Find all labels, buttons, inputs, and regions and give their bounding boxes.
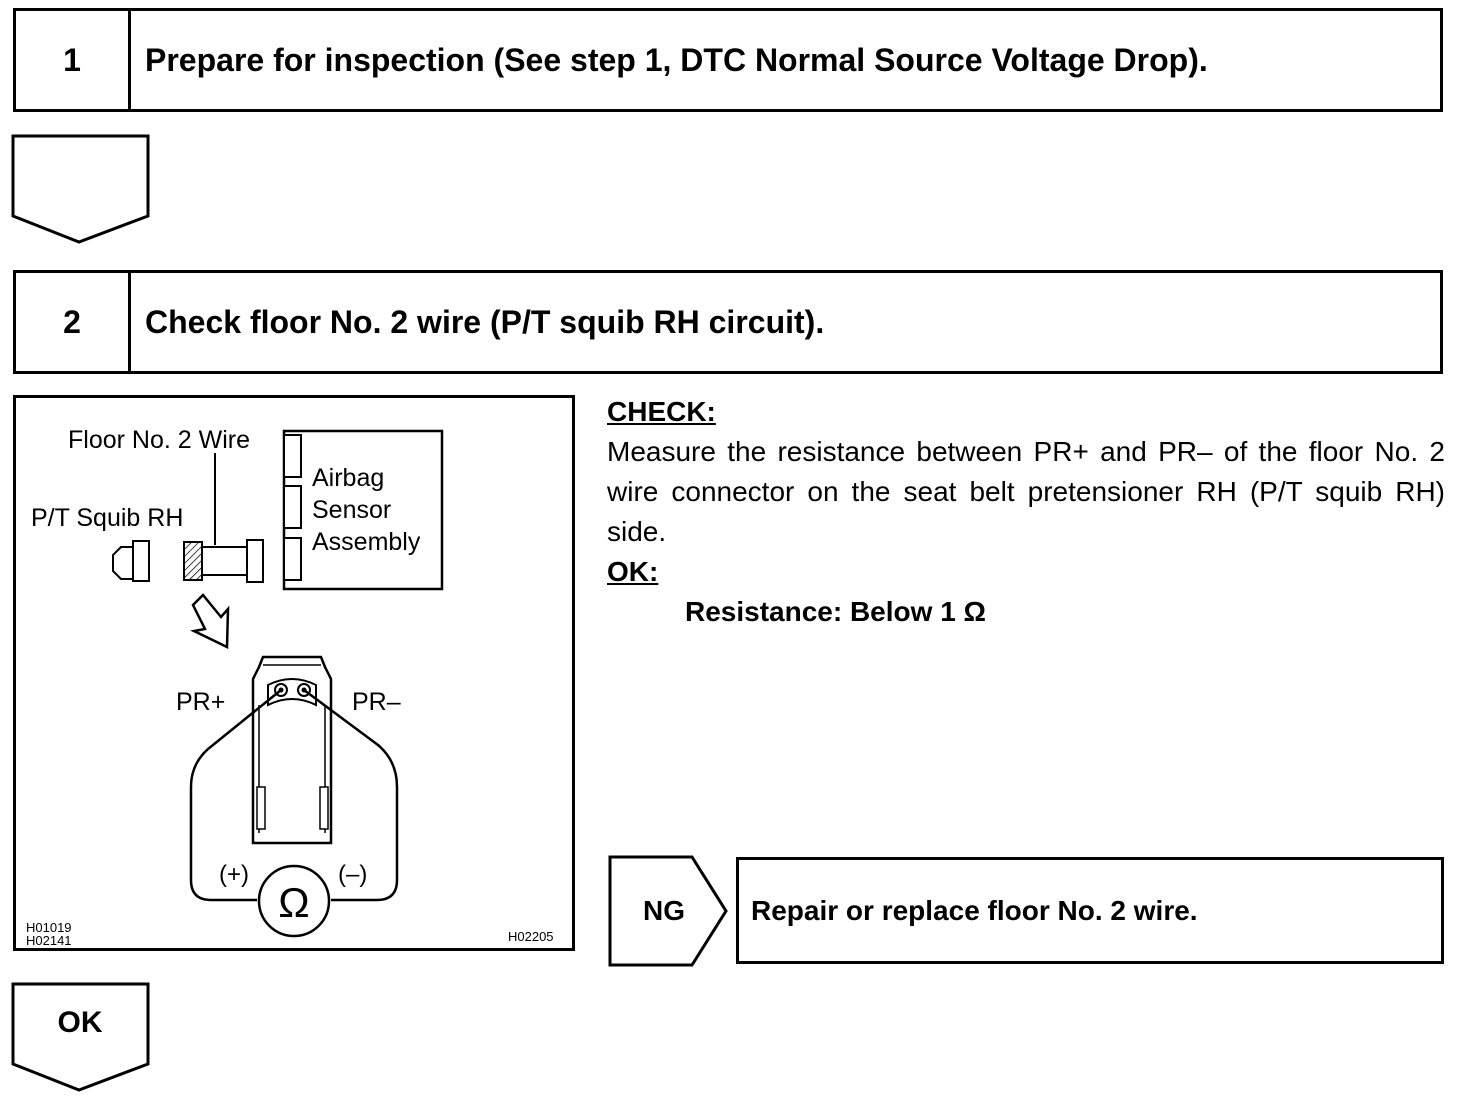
ok-arrow-shape bbox=[11, 982, 150, 1092]
sensor-label-line-1: Airbag bbox=[312, 464, 384, 492]
ok-arrow-label: OK bbox=[57, 1006, 103, 1039]
sensor-label-line-3: Assembly bbox=[312, 528, 421, 556]
meter-minus-label: (–) bbox=[338, 861, 367, 888]
squib-plug bbox=[112, 546, 134, 580]
check-section: CHECK: Measure the resistance between PR… bbox=[607, 392, 1445, 632]
ng-label: NG bbox=[643, 895, 685, 926]
ng-arrow-shape bbox=[608, 855, 728, 967]
step-2-box: 2 Check floor No. 2 wire (P/T squib RH c… bbox=[13, 270, 1443, 374]
step-2-number: 2 bbox=[16, 273, 131, 371]
probe-lead-minus bbox=[303, 688, 399, 902]
step-1-number: 1 bbox=[16, 11, 131, 109]
step-1-box: 1 Prepare for inspection (See step 1, DT… bbox=[13, 8, 1443, 112]
check-text: Measure the resistance between PR+ and P… bbox=[607, 436, 1445, 547]
wire-connector-hatched bbox=[183, 541, 203, 581]
wire-end-connector bbox=[246, 539, 264, 583]
ref-code-left-1: H01019 bbox=[26, 920, 72, 935]
wire-body bbox=[201, 546, 248, 576]
ref-code-left-2: H02141 bbox=[26, 933, 72, 948]
ok-spec: Resistance: Below 1 Ω bbox=[685, 596, 986, 627]
sensor-connector-3 bbox=[283, 537, 302, 581]
ohmmeter-symbol: Ω bbox=[278, 879, 309, 926]
ng-branch: NG Repair or replace floor No. 2 wire. bbox=[608, 855, 1446, 967]
sensor-connector-1 bbox=[283, 434, 302, 478]
check-heading: CHECK: bbox=[607, 396, 716, 427]
sensor-connector-2 bbox=[283, 485, 302, 529]
floor-wire-label: Floor No. 2 Wire bbox=[68, 426, 250, 454]
sensor-label-line-2: Sensor bbox=[312, 496, 391, 524]
ok-arrow: OK bbox=[11, 982, 151, 1094]
flow-arrow-down bbox=[11, 134, 150, 244]
pr-minus-label: PR– bbox=[352, 688, 401, 716]
probe-lead-plus bbox=[189, 689, 282, 902]
step-1-title: Prepare for inspection (See step 1, DTC … bbox=[145, 41, 1208, 78]
ng-result: Repair or replace floor No. 2 wire. bbox=[736, 857, 1444, 964]
connector-face bbox=[251, 655, 333, 845]
connector-illustration: Airbag Sensor Assembly Floor No. 2 Wire … bbox=[13, 395, 575, 951]
squib-connector bbox=[132, 540, 150, 582]
step-2-title: Check floor No. 2 wire (P/T squib RH cir… bbox=[145, 303, 825, 340]
view-arrow bbox=[190, 593, 230, 649]
airbag-sensor-assembly bbox=[282, 429, 444, 591]
ohmmeter bbox=[257, 864, 331, 938]
ref-code-right: H02205 bbox=[508, 929, 554, 944]
meter-plus-label: (+) bbox=[219, 861, 249, 888]
squib-label: P/T Squib RH bbox=[31, 504, 183, 532]
ok-heading: OK: bbox=[607, 556, 659, 587]
pr-plus-label: PR+ bbox=[176, 688, 225, 716]
